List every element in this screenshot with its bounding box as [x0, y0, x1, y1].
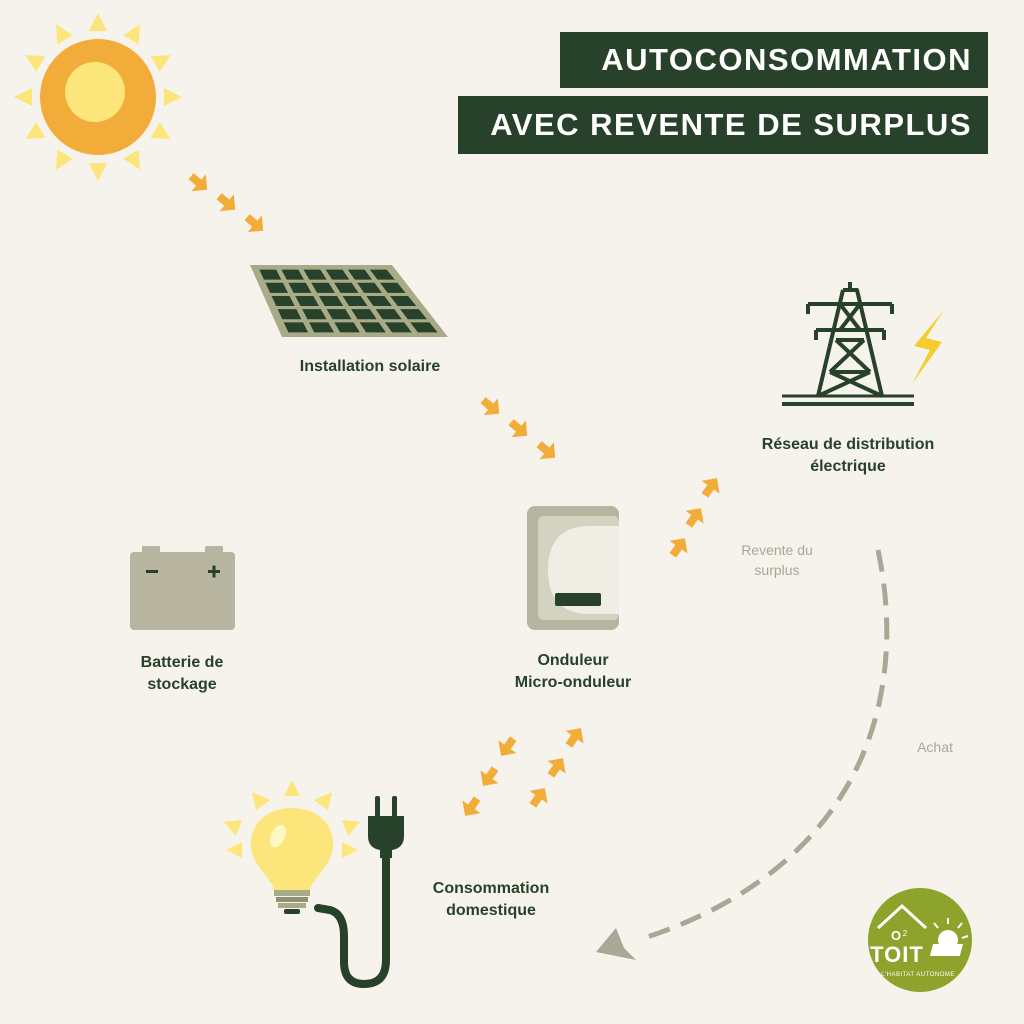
- title-line-1: AUTOCONSOMMATION: [560, 32, 988, 88]
- sun-icon: [14, 13, 182, 181]
- battery-label-line-2: stockage: [147, 676, 217, 693]
- solar-cell: [359, 322, 386, 333]
- inverter-label-line-2: Micro-onduleur: [514, 674, 632, 691]
- title-line-1-text: AUTOCONSOMMATION: [601, 42, 972, 77]
- solar-cell: [326, 309, 352, 320]
- resale-label-line-1: Revente du: [741, 542, 813, 558]
- consumption-label-line-2: domestique: [446, 902, 536, 919]
- logo-subscript: 2: [903, 929, 908, 938]
- sun-to-panel-arrows: [184, 167, 271, 240]
- solar-installation-label: Installation solaire: [280, 356, 460, 378]
- solar-cell: [288, 282, 312, 293]
- solar-cell: [283, 322, 309, 333]
- panel-to-inverter-arrows: [476, 391, 563, 467]
- title-line-2-text: AVEC REVENTE DE SURPLUS: [490, 107, 972, 142]
- solar-cell: [334, 322, 360, 333]
- consumption-label-line-1: Consommation: [432, 880, 550, 897]
- solar-cell: [347, 269, 373, 280]
- solar-cell: [384, 322, 412, 333]
- solar-cell: [369, 269, 395, 280]
- grid-label-line-1: Réseau de distribution: [761, 436, 935, 453]
- power-pylon-icon: [782, 282, 914, 406]
- inverter-to-consumption-arrows: [456, 732, 523, 823]
- solar-cell: [303, 269, 327, 280]
- grid-label-line-2: électrique: [810, 458, 886, 475]
- solar-panel-cells: [259, 269, 438, 333]
- solar-cell: [281, 269, 304, 280]
- consumption-to-inverter-arrows: [523, 721, 590, 812]
- light-bulb-icon: [224, 780, 360, 914]
- solar-cell: [302, 309, 327, 320]
- logo-brand: TOIT: [870, 942, 924, 967]
- inverter-to-grid-arrows: [663, 471, 726, 562]
- title-line-2: AVEC REVENTE DE SURPLUS: [458, 96, 988, 154]
- solar-cell: [295, 295, 319, 307]
- power-plug-icon: [314, 796, 404, 989]
- inverter-label: Onduleur Micro-onduleur: [493, 650, 653, 694]
- inverter-icon: [527, 506, 619, 630]
- logo-tagline: L'HABITAT AUTONOME: [881, 972, 955, 978]
- solar-cell: [351, 309, 377, 320]
- solar-cell: [390, 295, 417, 307]
- solar-cell: [375, 309, 402, 320]
- solar-panel-icon: [250, 265, 448, 337]
- battery-label: Batterie de stockage: [112, 652, 252, 696]
- solar-cell: [271, 295, 295, 307]
- consumption-label: Consommation domestique: [410, 878, 572, 922]
- solar-cell: [277, 309, 302, 320]
- solar-cell: [334, 282, 359, 293]
- solar-cell: [325, 269, 350, 280]
- solar-cell: [410, 322, 438, 333]
- resale-label: Revente du surplus: [722, 540, 832, 580]
- battery-label-line-1: Batterie de: [140, 654, 224, 671]
- solar-cell: [379, 282, 406, 293]
- solar-cell: [311, 282, 335, 293]
- solar-cell: [309, 322, 334, 333]
- solar-cell: [357, 282, 382, 293]
- resale-label-line-2: surplus: [754, 562, 800, 578]
- battery-icon: [130, 546, 235, 630]
- purchase-label-text: Achat: [917, 739, 953, 755]
- o2toit-logo: O 2 TOIT L'HABITAT AUTONOME: [868, 888, 972, 992]
- solar-cell: [318, 295, 344, 307]
- purchase-arrow-head: [596, 928, 636, 960]
- lightning-icon: [912, 310, 944, 384]
- purchase-label: Achat: [900, 737, 970, 757]
- logo-o-letter: O: [891, 928, 901, 943]
- solar-cell: [265, 282, 288, 293]
- solar-cell: [400, 309, 427, 320]
- purchase-flow-line: [637, 549, 890, 943]
- solar-cell: [342, 295, 368, 307]
- inverter-label-line-1: Onduleur: [537, 652, 609, 669]
- solar-cell: [366, 295, 392, 307]
- solar-installation-label-text: Installation solaire: [299, 358, 441, 375]
- grid-label: Réseau de distribution électrique: [730, 434, 966, 478]
- solar-cell: [259, 269, 282, 280]
